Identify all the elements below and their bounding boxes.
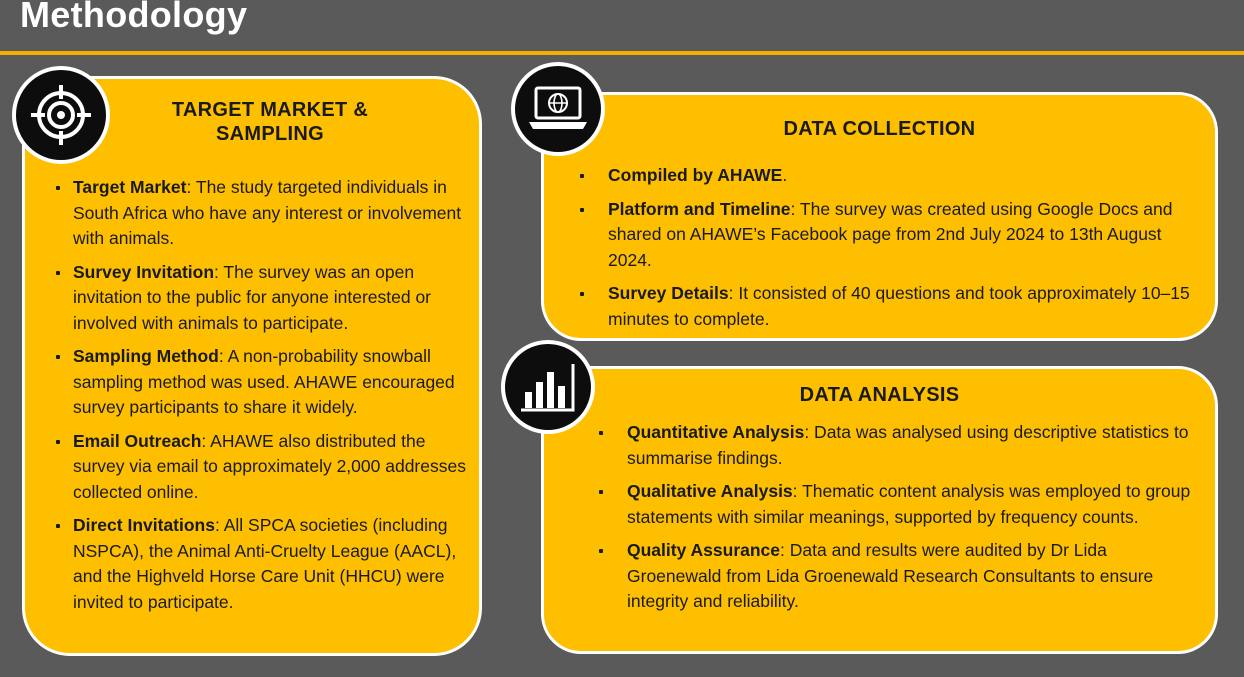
list-item: Quantitative Analysis: Data was analysed… — [599, 420, 1197, 471]
target-market-list: Target Market: The study targeted indivi… — [56, 175, 478, 623]
list-item: Sampling Method: A non-probability snowb… — [56, 344, 478, 421]
page-title: Methodology — [20, 0, 248, 35]
list-item: Quality Assurance: Data and results were… — [599, 538, 1197, 615]
list-item: Platform and Timeline: The survey was cr… — [580, 197, 1198, 274]
target-market-heading: TARGET MARKET & SAMPLING — [171, 99, 369, 145]
laptop-globe-icon — [511, 62, 605, 156]
list-item: Direct Invitations: All SPCA societies (… — [56, 513, 478, 615]
data-analysis-list: Quantitative Analysis: Data was analysed… — [599, 420, 1197, 623]
data-analysis-heading: DATA ANALYSIS — [799, 384, 960, 406]
crosshair-target-icon — [12, 66, 110, 164]
list-item: Compiled by AHAWE. — [580, 163, 1198, 189]
list-item: Qualitative Analysis: Thematic content a… — [599, 479, 1197, 530]
data-analysis-card: DATA ANALYSIS Quantitative Analysis: Dat… — [541, 366, 1218, 654]
list-item: Survey Details: It consisted of 40 quest… — [580, 281, 1198, 332]
data-collection-card: DATA COLLECTION Compiled by AHAWE. Platf… — [541, 92, 1218, 341]
title-underline — [0, 51, 1244, 55]
list-item: Target Market: The study targeted indivi… — [56, 175, 478, 252]
data-collection-heading: DATA COLLECTION — [783, 118, 976, 140]
target-market-card: TARGET MARKET & SAMPLING Target Market: … — [22, 76, 482, 656]
list-item: Email Outreach: AHAWE also distributed t… — [56, 429, 478, 506]
list-item: Survey Invitation: The survey was an ope… — [56, 260, 478, 337]
data-collection-list: Compiled by AHAWE. Platform and Timeline… — [580, 163, 1198, 340]
bar-chart-icon — [501, 340, 595, 434]
